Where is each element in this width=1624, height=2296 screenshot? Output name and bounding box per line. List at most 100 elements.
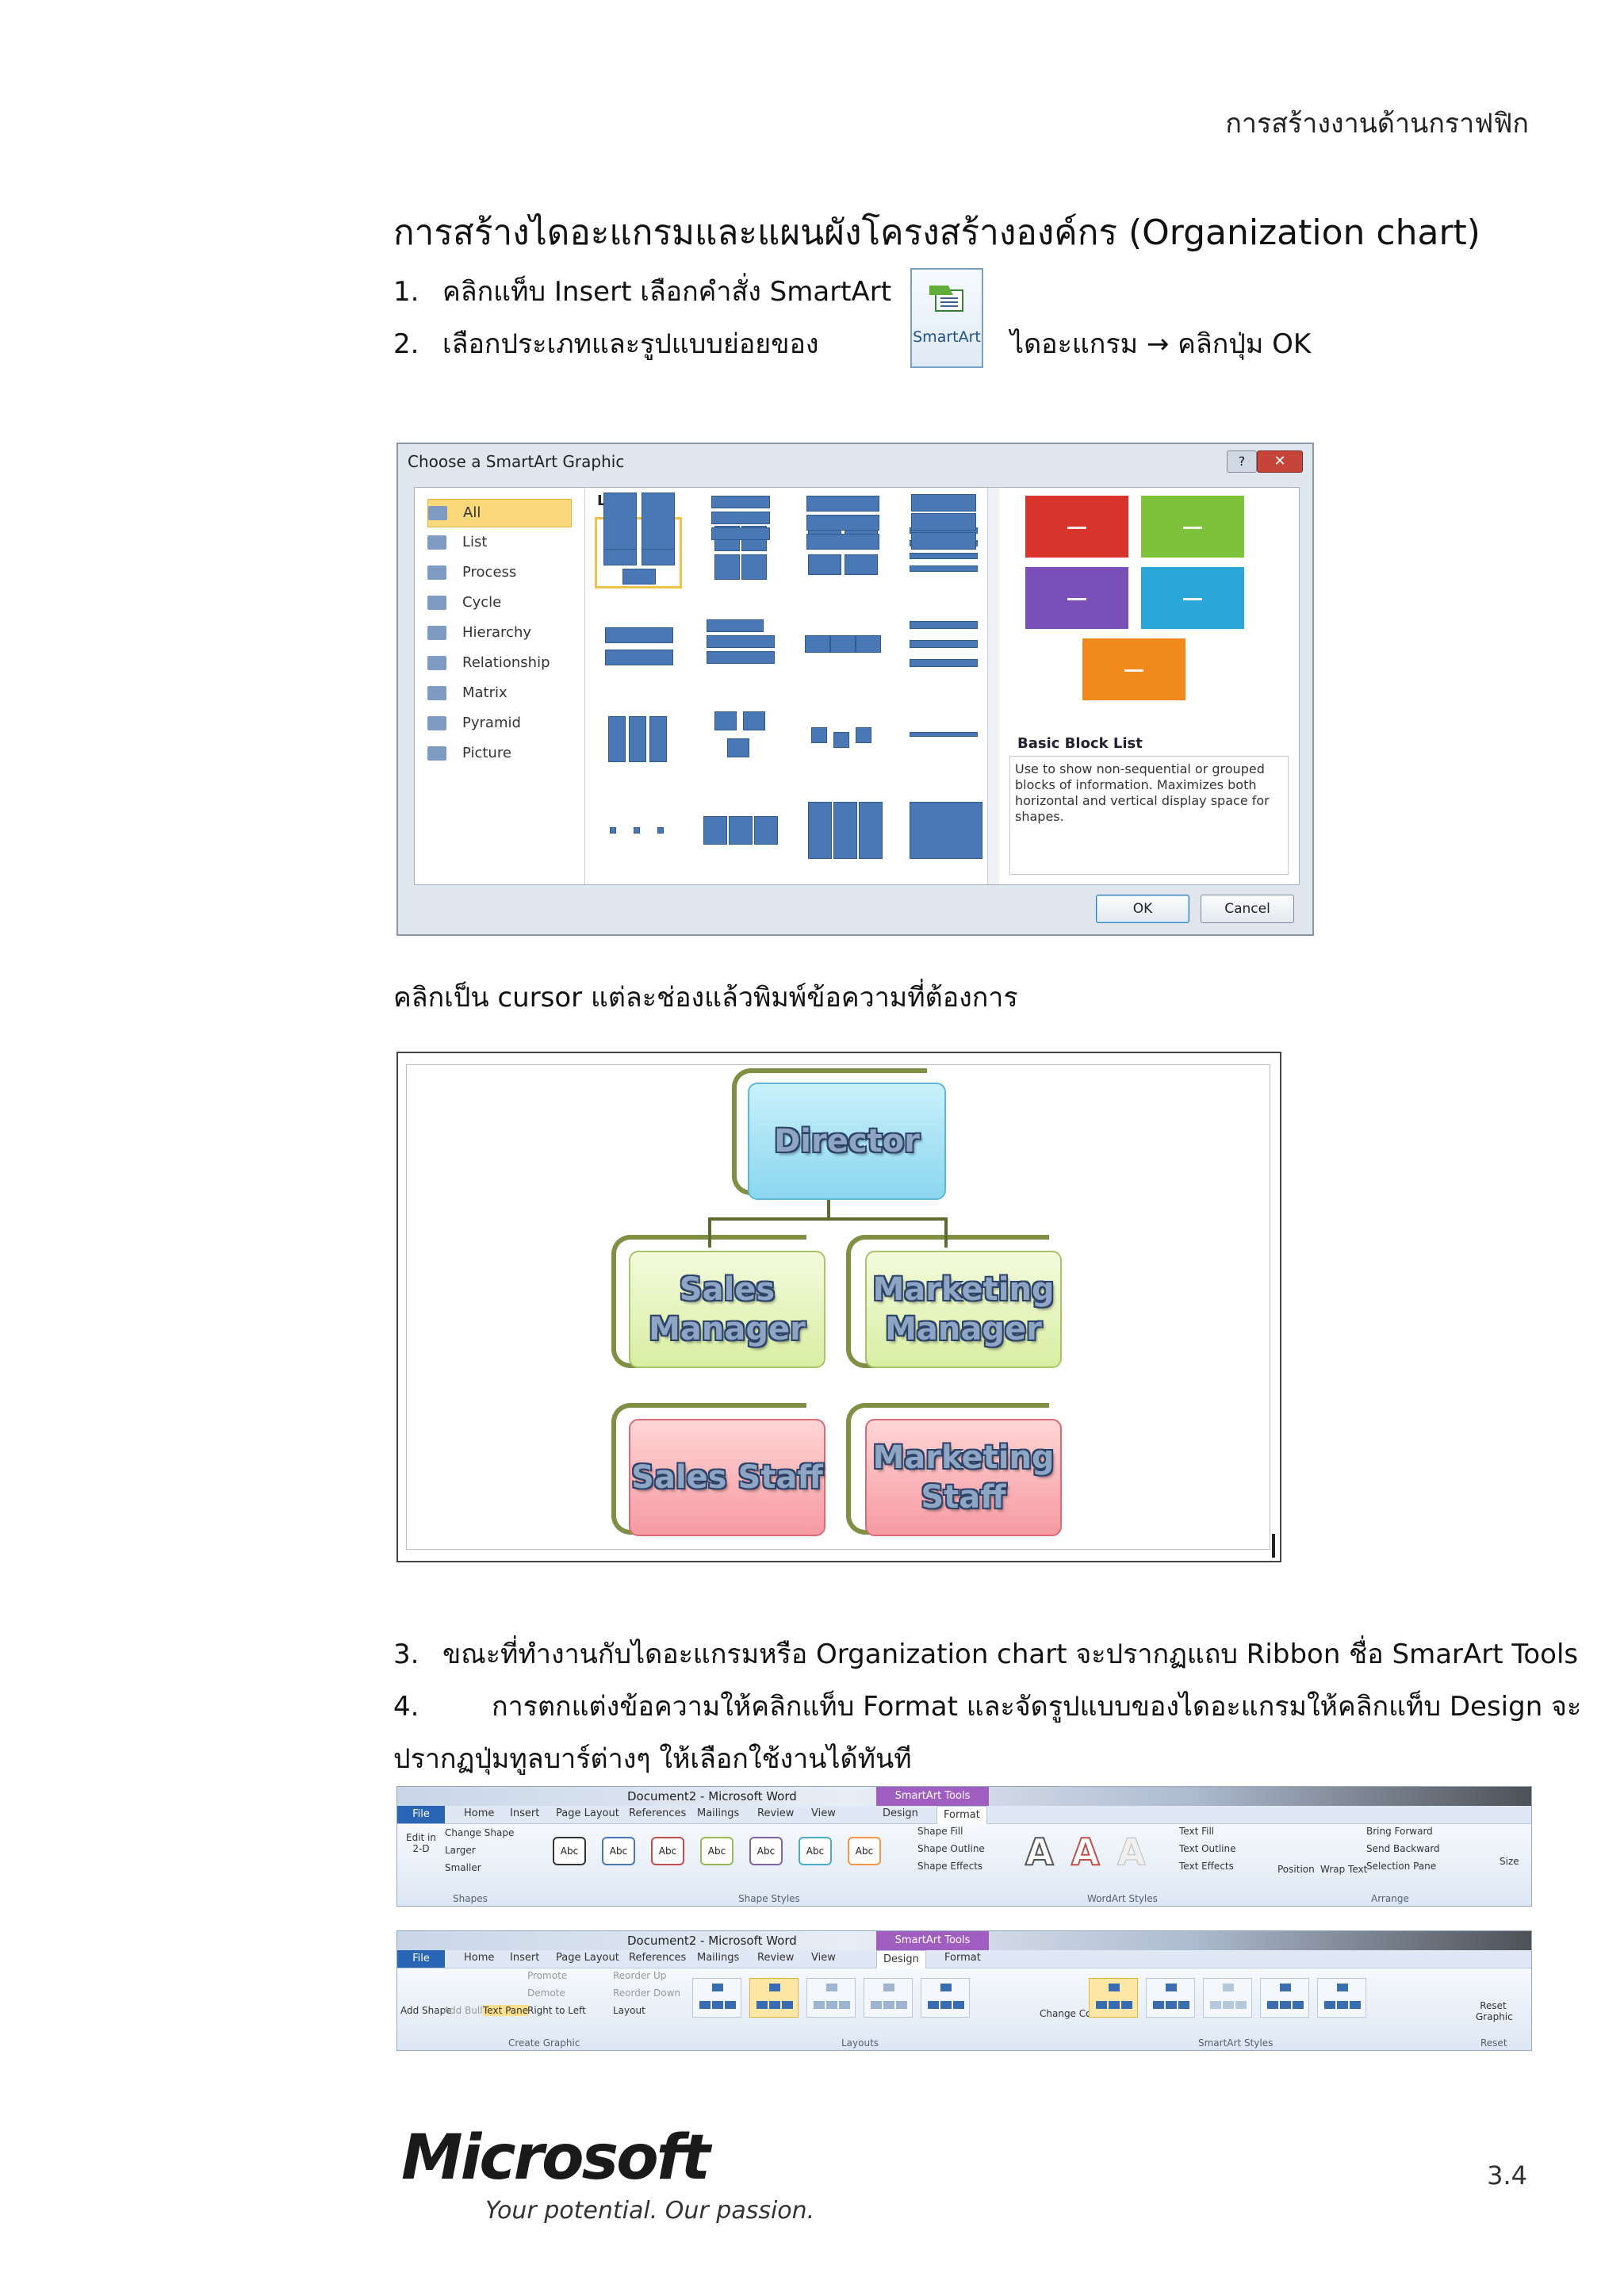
tab-view[interactable]: View [811,1807,836,1819]
ribbon-format-tool-tab[interactable]: SmartArt Tools [876,1787,989,1806]
tab-design[interactable]: Design [876,1950,926,1968]
tab-page-layout[interactable]: Page Layout [556,1807,619,1819]
gallery-layout-thumbnail[interactable] [800,488,883,554]
gallery-layout-thumbnail[interactable] [699,703,781,770]
layout-option[interactable] [692,1978,741,2018]
category-relationship[interactable]: Relationship [427,650,570,677]
selection-pane-button[interactable]: Selection Pane [1366,1861,1437,1872]
promote-button[interactable]: Promote [527,1970,568,1981]
ribbon-design-tool-tab[interactable]: SmartArt Tools [876,1931,989,1950]
category-pyramid[interactable]: Pyramid [427,710,570,737]
shape-style-button[interactable]: Abc [602,1837,635,1865]
category-picture[interactable]: Picture [427,740,570,767]
org-chart-canvas[interactable]: Director Sales Manager Marketing Manager… [406,1064,1270,1550]
wordart-style-1[interactable]: A [1025,1830,1055,1874]
tab-mailings[interactable]: Mailings [697,1807,740,1819]
gallery-layout-thumbnail[interactable] [597,703,680,770]
node-marketing-staff[interactable]: Marketing Staff [865,1419,1062,1536]
node-marketing-manager[interactable]: Marketing Manager [865,1251,1062,1368]
layout-button[interactable]: Layout [613,2005,645,2016]
tab-page-layout[interactable]: Page Layout [556,1952,619,1964]
tab-review[interactable]: Review [757,1807,795,1819]
edit-2d-button[interactable]: Edit in 2-D [406,1832,436,1854]
send-backward-button[interactable]: Send Backward [1366,1843,1440,1854]
text-outline-button[interactable]: Text Outline [1179,1843,1236,1854]
tab-mailings[interactable]: Mailings [697,1952,740,1964]
tab-home[interactable]: Home [464,1952,495,1964]
add-shape-button[interactable]: Add Shape [400,2005,452,2016]
gallery-layout-thumbnail[interactable] [902,795,984,862]
tab-references[interactable]: References [629,1807,687,1819]
tab-view[interactable]: View [811,1952,836,1964]
tab-design[interactable]: Design [883,1807,918,1819]
gallery-layout-thumbnail[interactable] [699,488,781,554]
add-bullet-button[interactable]: Add Bullet [443,2005,492,2016]
file-tab[interactable]: File [397,1950,445,1968]
gallery-layout-thumbnail[interactable] [699,611,781,678]
tab-format[interactable]: Format [944,1952,981,1964]
category-list-item[interactable]: List [427,529,570,556]
tab-home[interactable]: Home [464,1807,495,1819]
right-to-left-button[interactable]: Right to Left [527,2005,586,2016]
tab-review[interactable]: Review [757,1952,795,1964]
node-sales-staff[interactable]: Sales Staff [629,1419,825,1536]
file-tab[interactable]: File [397,1806,445,1823]
shape-fill-button[interactable]: Shape Fill [917,1826,963,1837]
wordart-style-3[interactable]: A [1117,1830,1147,1874]
gallery-layout-thumbnail[interactable] [800,611,883,678]
smartart-style-option[interactable] [1146,1978,1195,2018]
gallery-layout-thumbnail[interactable] [800,703,883,770]
reset-graphic-button[interactable]: Reset Graphic [1476,2000,1513,2022]
text-effects-button[interactable]: Text Effects [1179,1861,1234,1872]
shape-style-button[interactable]: Abc [651,1837,684,1865]
layout-option[interactable] [864,1978,913,2018]
shape-style-button[interactable]: Abc [700,1837,733,1865]
change-shape-button[interactable]: Change Shape [445,1827,515,1838]
gallery-layout-thumbnail[interactable] [597,611,680,678]
position-button[interactable]: Position [1277,1864,1315,1875]
reorder-up-button[interactable]: Reorder Up [613,1970,667,1981]
shape-style-button[interactable]: Abc [749,1837,783,1865]
ok-button[interactable]: OK [1096,895,1189,923]
tab-format[interactable]: Format [936,1806,987,1824]
shape-effects-button[interactable]: Shape Effects [917,1861,983,1872]
wordart-style-2[interactable]: A [1071,1830,1101,1874]
size-button[interactable]: Size [1500,1856,1519,1867]
layout-option[interactable] [921,1978,970,2018]
layout-option[interactable] [749,1978,799,2018]
tab-insert[interactable]: Insert [510,1807,540,1819]
category-all[interactable]: All [427,499,572,527]
gallery-layout-thumbnail[interactable] [902,488,984,554]
tab-insert[interactable]: Insert [510,1952,540,1964]
text-fill-button[interactable]: Text Fill [1179,1826,1215,1837]
gallery-layout-thumbnail[interactable] [800,795,883,862]
gallery-layout-thumbnail[interactable] [699,795,781,862]
reorder-down-button[interactable]: Reorder Down [613,1987,680,1999]
dialog-help-button[interactable]: ? [1227,450,1257,473]
gallery-layout-thumbnail[interactable] [902,703,984,770]
smartart-style-option[interactable] [1317,1978,1366,2018]
gallery-layout-thumbnail[interactable] [597,795,680,862]
shape-style-button[interactable]: Abc [553,1837,586,1865]
category-matrix[interactable]: Matrix [427,680,570,707]
smartart-style-option[interactable] [1260,1978,1309,2018]
gallery-layout-thumbnail[interactable] [902,611,984,678]
smartart-style-option[interactable] [1089,1978,1138,2018]
gallery-scrollbar[interactable] [987,488,999,884]
category-cycle[interactable]: Cycle [427,589,570,616]
demote-button[interactable]: Demote [527,1987,565,1999]
gallery-layout-thumbnail[interactable] [597,488,680,554]
node-sales-manager[interactable]: Sales Manager [629,1251,825,1368]
dialog-close-button[interactable]: ✕ [1257,450,1303,473]
shape-style-button[interactable]: Abc [799,1837,832,1865]
category-hierarchy[interactable]: Hierarchy [427,619,570,646]
larger-button[interactable]: Larger [445,1845,476,1856]
tab-references[interactable]: References [629,1952,687,1964]
node-director[interactable]: Director [748,1083,946,1200]
shape-style-button[interactable]: Abc [848,1837,881,1865]
text-pane-button[interactable]: Text Pane [483,2005,529,2016]
wrap-text-button[interactable]: Wrap Text [1320,1864,1368,1875]
cancel-button[interactable]: Cancel [1201,895,1294,923]
layout-option[interactable] [806,1978,856,2018]
smaller-button[interactable]: Smaller [445,1862,481,1873]
